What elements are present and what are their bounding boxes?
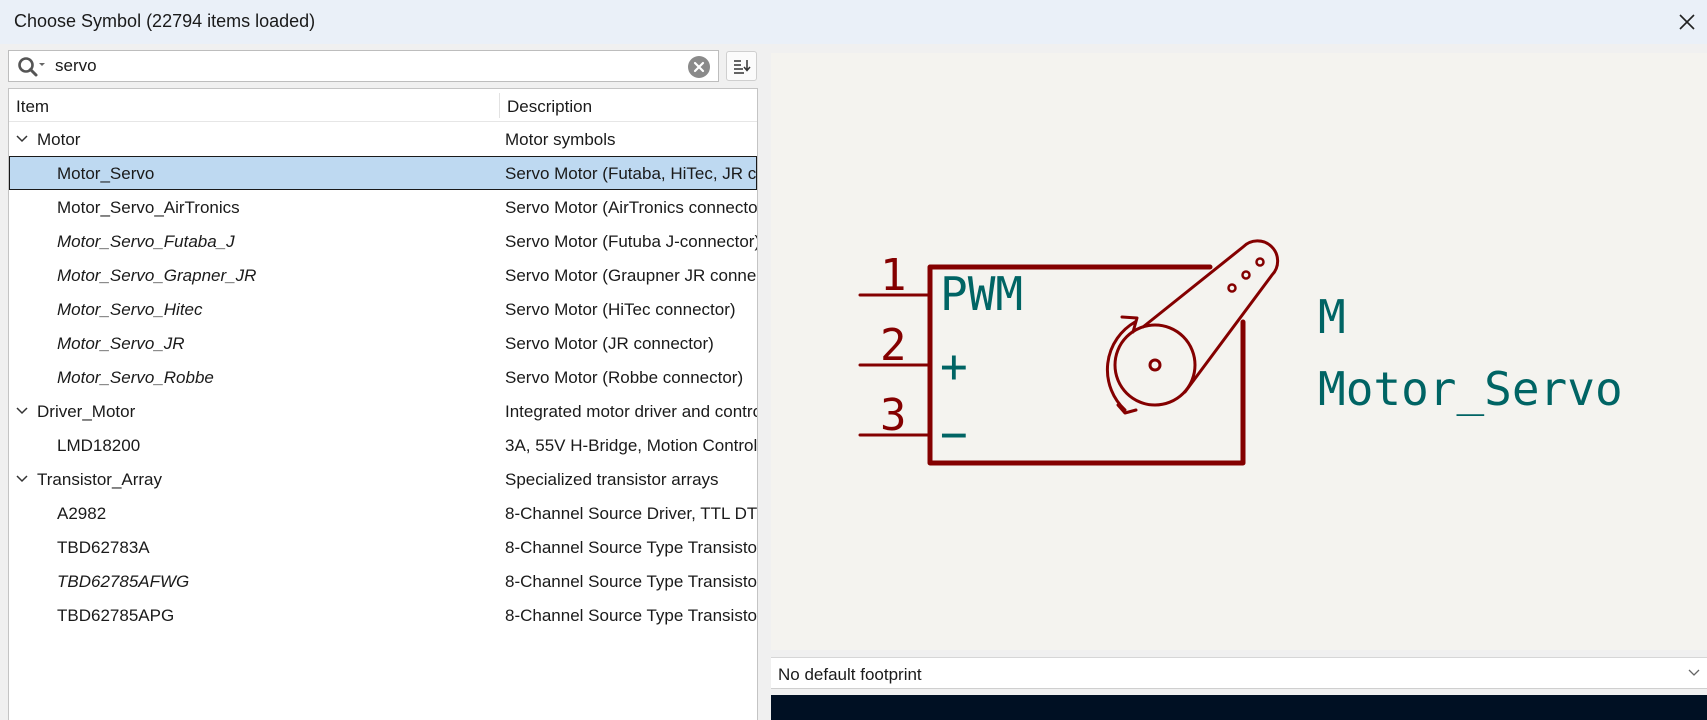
row-item-name: TBD62785APG (57, 606, 175, 625)
sort-button[interactable] (726, 51, 757, 81)
row-description: Servo Motor (HiTec connector) (505, 300, 736, 319)
row-description: Servo Motor (Futuba J-connector) (505, 232, 758, 251)
row-item-name: Motor_Servo_AirTronics (57, 198, 240, 217)
row-item-name: Transistor_Array (37, 470, 163, 489)
tree-row[interactable]: Motor_Servo Servo Motor (Futaba, HiTec, J… (9, 156, 757, 190)
tree-row[interactable]: TBD62785AFWG 8-Channel Source Type Transi… (9, 564, 757, 598)
tree-row[interactable]: Motor_Servo_Futaba_J Servo Motor (Futuba … (9, 224, 757, 258)
row-description: Servo Motor (AirTronics connector) (505, 198, 758, 217)
chevron-down-icon[interactable] (14, 471, 30, 487)
row-item-name: TBD62785AFWG (57, 572, 190, 591)
row-description: 8-Channel Source Type Transistor Array (505, 572, 758, 591)
close-icon (1679, 14, 1695, 30)
tree-row[interactable]: A2982 8-Channel Source Driver, TTL DTL (9, 496, 757, 530)
search-box[interactable] (8, 50, 719, 82)
footprint-dropdown[interactable]: No default footprint (771, 657, 1707, 689)
pin-1-number: 1 (880, 250, 907, 301)
clear-search-button[interactable] (688, 56, 710, 78)
pin-2-number: 2 (880, 320, 907, 371)
tree-row[interactable]: TBD62783A 8-Channel Source Type Transisto… (9, 530, 757, 564)
title-bar: Choose Symbol (22794 items loaded) (0, 0, 1707, 44)
tree-group-row[interactable]: Motor Motor symbols (9, 122, 757, 156)
row-description: 8-Channel Source Type Transistor Array (505, 538, 758, 557)
row-item-name: Motor_Servo_Grapner_JR (57, 266, 257, 285)
row-item-name: LMD18200 (57, 436, 141, 455)
row-description: Integrated motor driver and controller (505, 402, 758, 421)
tree-row[interactable]: Motor_Servo_Robbe Servo Motor (Robbe conn… (9, 360, 757, 394)
search-icon[interactable] (17, 55, 49, 79)
row-item-name: TBD62783A (57, 538, 150, 557)
footprint-selected: No default footprint (778, 665, 922, 684)
row-description: Servo Motor (Futaba, HiTec, JR connector… (505, 164, 757, 183)
pin-2-name: + (940, 339, 968, 393)
tree-row[interactable]: Motor_Servo_JR Servo Motor (JR connector) (9, 326, 757, 360)
row-description: Servo Motor (JR connector) (505, 334, 714, 353)
column-header-description[interactable]: Description (507, 97, 593, 116)
window-title: Choose Symbol (22794 items loaded) (14, 11, 316, 31)
search-input[interactable] (55, 54, 675, 78)
row-item-name: Motor_Servo_JR (57, 334, 185, 353)
servo-symbol-drawing: 1 2 3 PWM + − M Motor_Servo (858, 239, 1623, 466)
tree-group-row[interactable]: Transistor_Array Specialized transistor a… (9, 462, 757, 496)
tree-row[interactable]: Motor_Servo_Hitec Servo Motor (HiTec conn… (9, 292, 757, 326)
row-description: Motor symbols (505, 130, 616, 149)
tree-row[interactable]: LMD18200 3A, 55V H-Bridge, Motion Control (9, 428, 757, 462)
row-item-name: Motor_Servo_Futaba_J (57, 232, 235, 251)
row-description: Servo Motor (Robbe connector) (505, 368, 744, 387)
close-button[interactable] (1673, 8, 1701, 36)
row-item-name: Motor_Servo_Hitec (57, 300, 203, 319)
row-description: 8-Channel Source Driver, TTL DTL (505, 504, 758, 523)
footprint-preview (771, 695, 1707, 720)
row-item-name: Motor_Servo_Robbe (57, 368, 214, 387)
row-description: Servo Motor (Graupner JR connector) (505, 266, 757, 285)
tree-group-row[interactable]: Driver_Motor Integrated motor driver and … (9, 394, 757, 428)
tree-header: Item Description (9, 89, 757, 122)
tree-row[interactable]: TBD62785APG 8-Channel Source Type Transis… (9, 598, 757, 632)
tree-row[interactable]: Motor_Servo_Grapner_JR Servo Motor (Graup… (9, 258, 757, 292)
pin-3-number: 3 (880, 390, 907, 441)
sort-icon (733, 60, 751, 74)
row-description: Specialized transistor arrays (505, 470, 719, 489)
row-item-name: Driver_Motor (37, 402, 136, 421)
symbol-preview: 1 2 3 PWM + − M Motor_Servo (771, 53, 1707, 650)
row-description: 3A, 55V H-Bridge, Motion Control (505, 436, 758, 455)
column-header-item[interactable]: Item (16, 97, 50, 116)
column-divider[interactable] (499, 93, 500, 118)
pin-3-name: − (940, 407, 968, 461)
chevron-down-icon (1688, 669, 1700, 676)
row-item-name: Motor (37, 130, 81, 149)
pin-1-name: PWM (940, 267, 1023, 321)
reference-designator: M (1318, 290, 1346, 344)
symbol-value: Motor_Servo (1318, 362, 1623, 416)
clear-icon (693, 61, 705, 73)
row-item-name: A2982 (57, 504, 107, 523)
chevron-down-icon[interactable] (14, 131, 30, 147)
chevron-down-icon[interactable] (14, 403, 30, 419)
tree-row[interactable]: Motor_Servo_AirTronics Servo Motor (AirTr… (9, 190, 757, 224)
row-item-name: Motor_Servo (57, 164, 155, 183)
row-description: 8-Channel Source Type Transistor Array (505, 606, 758, 625)
